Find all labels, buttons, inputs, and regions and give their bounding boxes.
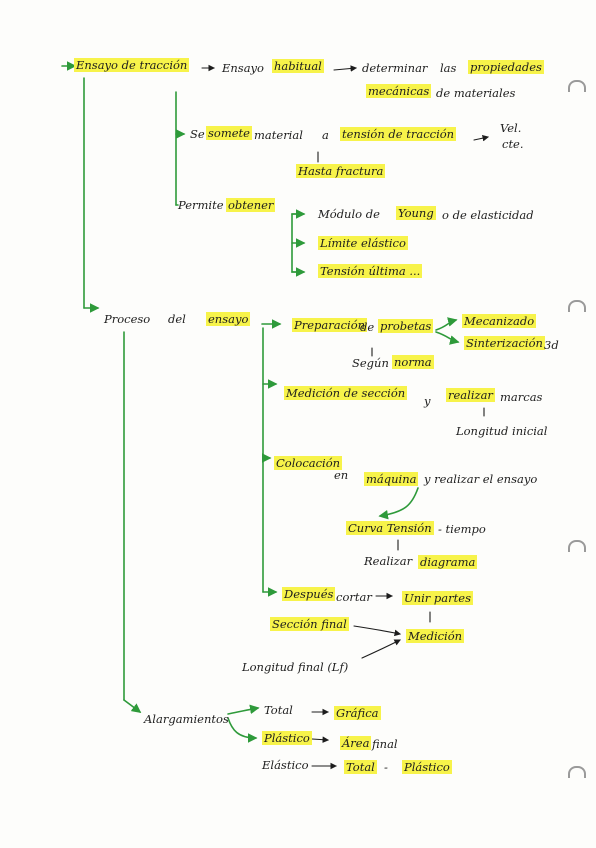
node-y: y (424, 394, 431, 408)
node-en: en (334, 468, 349, 482)
node-somete: somete (206, 126, 252, 140)
node-tiempo: - tiempo (438, 522, 486, 536)
binder-hole (568, 766, 586, 778)
node-modulo: Módulo de (318, 207, 380, 221)
node-tension-ultima: Tensión última ... (318, 264, 423, 278)
node-mecanizado: Mecanizado (462, 314, 537, 328)
node-limite-elastico: Límite elástico (318, 236, 408, 250)
node-de: de (360, 320, 375, 334)
node-grafica: Gráfica (334, 706, 381, 720)
node-determinar: determinar (362, 61, 428, 75)
node-medicion: Medición (406, 629, 465, 643)
node-3d: 3d (544, 338, 559, 352)
node-realizar: realizar (446, 388, 495, 402)
node-despues: Después (282, 587, 336, 601)
node-y-realizar: y realizar el ensayo (424, 472, 538, 486)
node-plastico-2: Plástico (402, 760, 452, 774)
node-marcas: marcas (500, 390, 543, 404)
node-de-materiales: de materiales (436, 86, 516, 100)
node-norma: norma (392, 355, 434, 369)
node-tension-traccion: tensión de tracción (340, 127, 457, 141)
node-elasticidad: o de elasticidad (442, 208, 534, 222)
node-area-word: Área (340, 736, 372, 750)
binder-hole (568, 80, 586, 92)
node-sinterizacion: Sinterización (464, 336, 545, 350)
node-plastico: Plástico (262, 731, 312, 745)
binder-hole (568, 300, 586, 312)
node-permite: Permite (178, 198, 224, 212)
node-mecanicas: mecánicas (366, 84, 432, 98)
node-obtener: obtener (226, 198, 276, 212)
node-curva-tension: Curva Tensión (346, 521, 434, 535)
node-probetas: probetas (378, 319, 434, 333)
node-longitud-inicial: Longitud inicial (456, 424, 548, 438)
node-longitud-final: Longitud final (Lf) (242, 660, 349, 674)
binder-hole (568, 540, 586, 552)
node-del: del (168, 312, 186, 326)
node-ensayo: ensayo (206, 312, 251, 326)
node-ensayo-traccion: Ensayo de tracción (74, 58, 190, 72)
node-unir-partes: Unir partes (402, 591, 473, 605)
node-final-word: final (372, 737, 398, 751)
node-propiedades: propiedades (468, 60, 544, 74)
node-elastico: Elástico (262, 758, 309, 772)
node-young: Young (396, 206, 436, 220)
node-se: Se (190, 127, 205, 141)
node-medicion-seccion: Medición de sección (284, 386, 408, 400)
node-total: Total (264, 703, 293, 717)
node-maquina: máquina (364, 472, 419, 486)
node-total-2: Total (344, 760, 377, 774)
node-cte: cte. (502, 137, 524, 151)
node-alargamientos: Alargamientos (144, 712, 229, 726)
node-a: a (322, 128, 329, 142)
node-ensayo-label: Ensayo (222, 61, 264, 75)
node-realizar-2: Realizar (364, 554, 413, 568)
node-dash: - (384, 760, 388, 774)
node-colocacion: Colocación (274, 456, 343, 470)
node-material: material (254, 128, 303, 142)
node-las: las (440, 61, 457, 75)
node-diagrama: diagrama (418, 555, 478, 569)
node-cortar: cortar (336, 590, 372, 604)
node-segun: Según (352, 356, 389, 370)
node-hasta-fractura: Hasta fractura (296, 164, 386, 178)
node-vel: Vel. (500, 121, 522, 135)
node-habitual: habitual (272, 59, 324, 73)
node-proceso: Proceso (104, 312, 151, 326)
node-preparacion: Preparación (292, 318, 368, 332)
node-seccion-final: Sección final (270, 617, 349, 631)
